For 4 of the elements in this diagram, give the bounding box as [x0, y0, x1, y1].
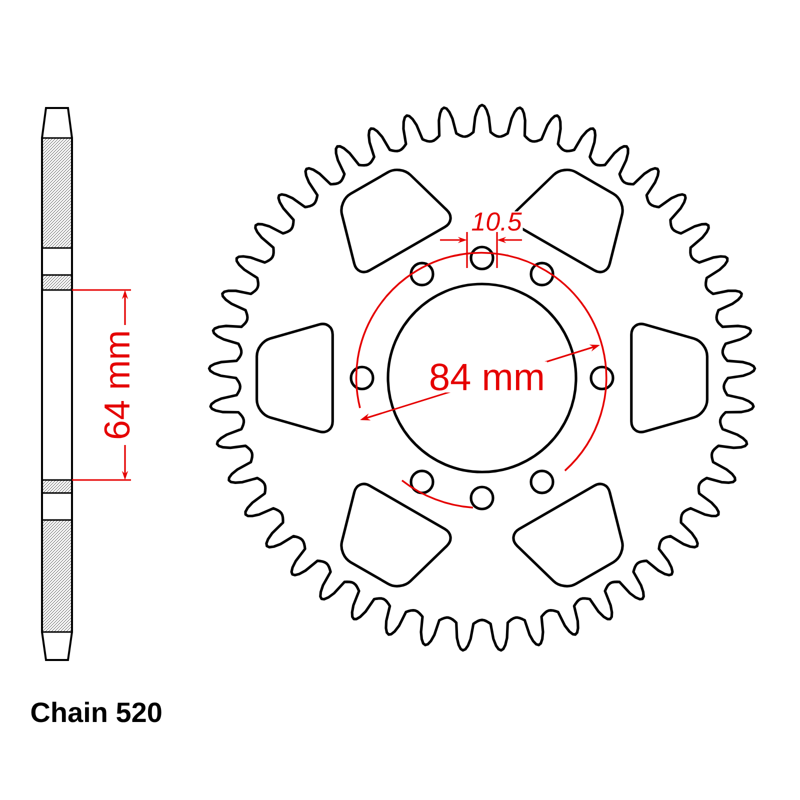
chain-label: Chain 520 [31, 702, 162, 722]
dimension-label: 10.5 [470, 211, 523, 232]
dimension-label: 64 mm [104, 332, 130, 438]
dimension-label: 84 mm [426, 362, 548, 392]
